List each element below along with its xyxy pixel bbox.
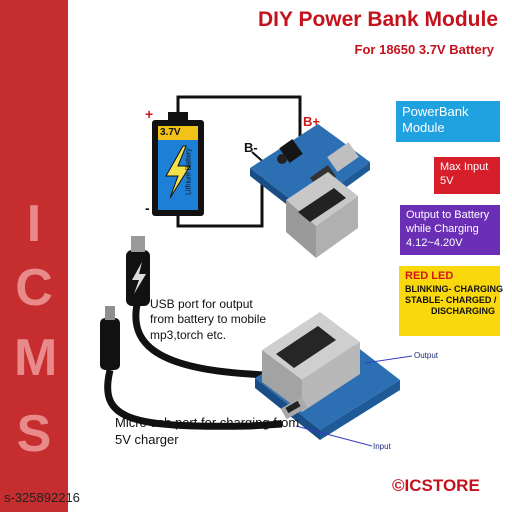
brand-logo-text: ©ICSTORE — [392, 476, 480, 495]
callout-lines — [295, 355, 413, 447]
led-line-3: DISCHARGING — [431, 306, 496, 317]
micro-usb-input-label: Micro usb port for charging from 5V char… — [115, 415, 300, 447]
led-status-box: RED LED BLINKING- CHARGING STABLE- CHARG… — [399, 266, 503, 336]
module-box: PowerBank Module — [396, 101, 500, 142]
output-voltage-box: Output to Battery while Charging 4.12~4.… — [400, 205, 500, 255]
led-line-2: STABLE- CHARGED / — [405, 295, 497, 305]
side-letter-3: M — [14, 329, 58, 387]
input-callout: Input — [373, 442, 391, 451]
battery-type: Lithium Battery — [185, 148, 193, 195]
usb-output-label: USB port for output from battery to mobi… — [150, 297, 267, 342]
usb-cable-image — [126, 236, 301, 382]
output-callout: Output — [414, 351, 439, 360]
micro-usb-cable-image — [100, 306, 283, 430]
side-letter-2: C — [15, 259, 53, 317]
battery-plus: + — [145, 106, 154, 122]
max-input-box: Max Input 5V — [434, 157, 500, 194]
led-title: RED LED — [405, 270, 454, 282]
terminal-b-minus: B- — [244, 140, 258, 155]
bottom-board-image — [255, 312, 400, 440]
battery-icon — [152, 112, 204, 216]
footer-id: s-325892216 — [4, 490, 80, 505]
page-title: DIY Power Bank Module — [258, 8, 498, 31]
max-input-title: Max Input — [440, 161, 489, 173]
led-line-1: BLINKING- CHARGING — [405, 283, 503, 294]
side-letter-1: I — [26, 195, 42, 253]
module-box-label: PowerBank Module — [402, 104, 469, 136]
output-voltage-title: Output to Battery while Charging — [406, 209, 490, 235]
max-input-value: 5V — [440, 174, 454, 187]
side-band: I C M S — [0, 0, 68, 512]
top-board-image — [250, 124, 370, 258]
terminal-b-plus: B+ — [303, 114, 320, 129]
output-voltage-value: 4.12~4.20V — [406, 236, 463, 249]
battery-voltage: 3.7V — [160, 127, 181, 138]
battery-minus: - — [145, 200, 150, 216]
side-letter-4: S — [16, 405, 52, 463]
page-subtitle: For 18650 3.7V Battery — [354, 42, 494, 57]
